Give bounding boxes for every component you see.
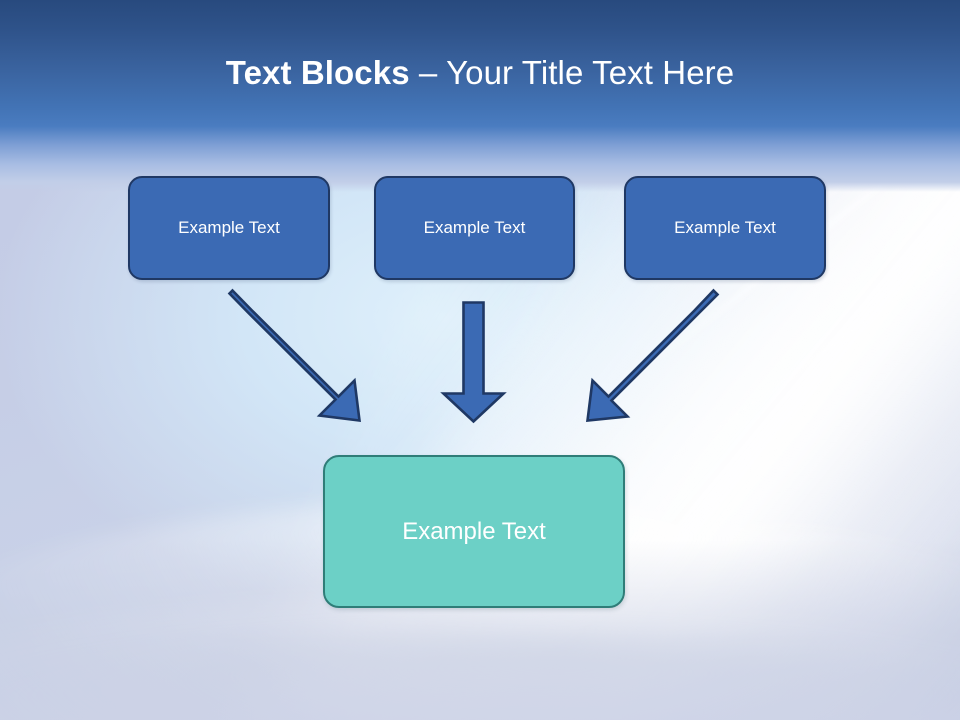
source-node-1-label: Example Text xyxy=(178,218,280,237)
page-title-strong: Text Blocks xyxy=(225,54,410,91)
source-node-1[interactable]: Example Text xyxy=(128,176,330,280)
target-node[interactable]: Example Text xyxy=(323,455,625,608)
page-title-separator: – xyxy=(409,54,447,91)
source-node-3-label: Example Text xyxy=(674,218,776,237)
page-title: Text Blocks – Your Title Text Here xyxy=(0,53,960,93)
target-node-label: Example Text xyxy=(402,517,546,545)
header-banner xyxy=(0,0,960,126)
source-node-3[interactable]: Example Text xyxy=(624,176,826,280)
source-node-2-label: Example Text xyxy=(423,218,526,237)
page-title-light: Your Title Text Here xyxy=(446,54,735,91)
source-node-2[interactable]: Example Text xyxy=(374,176,575,280)
